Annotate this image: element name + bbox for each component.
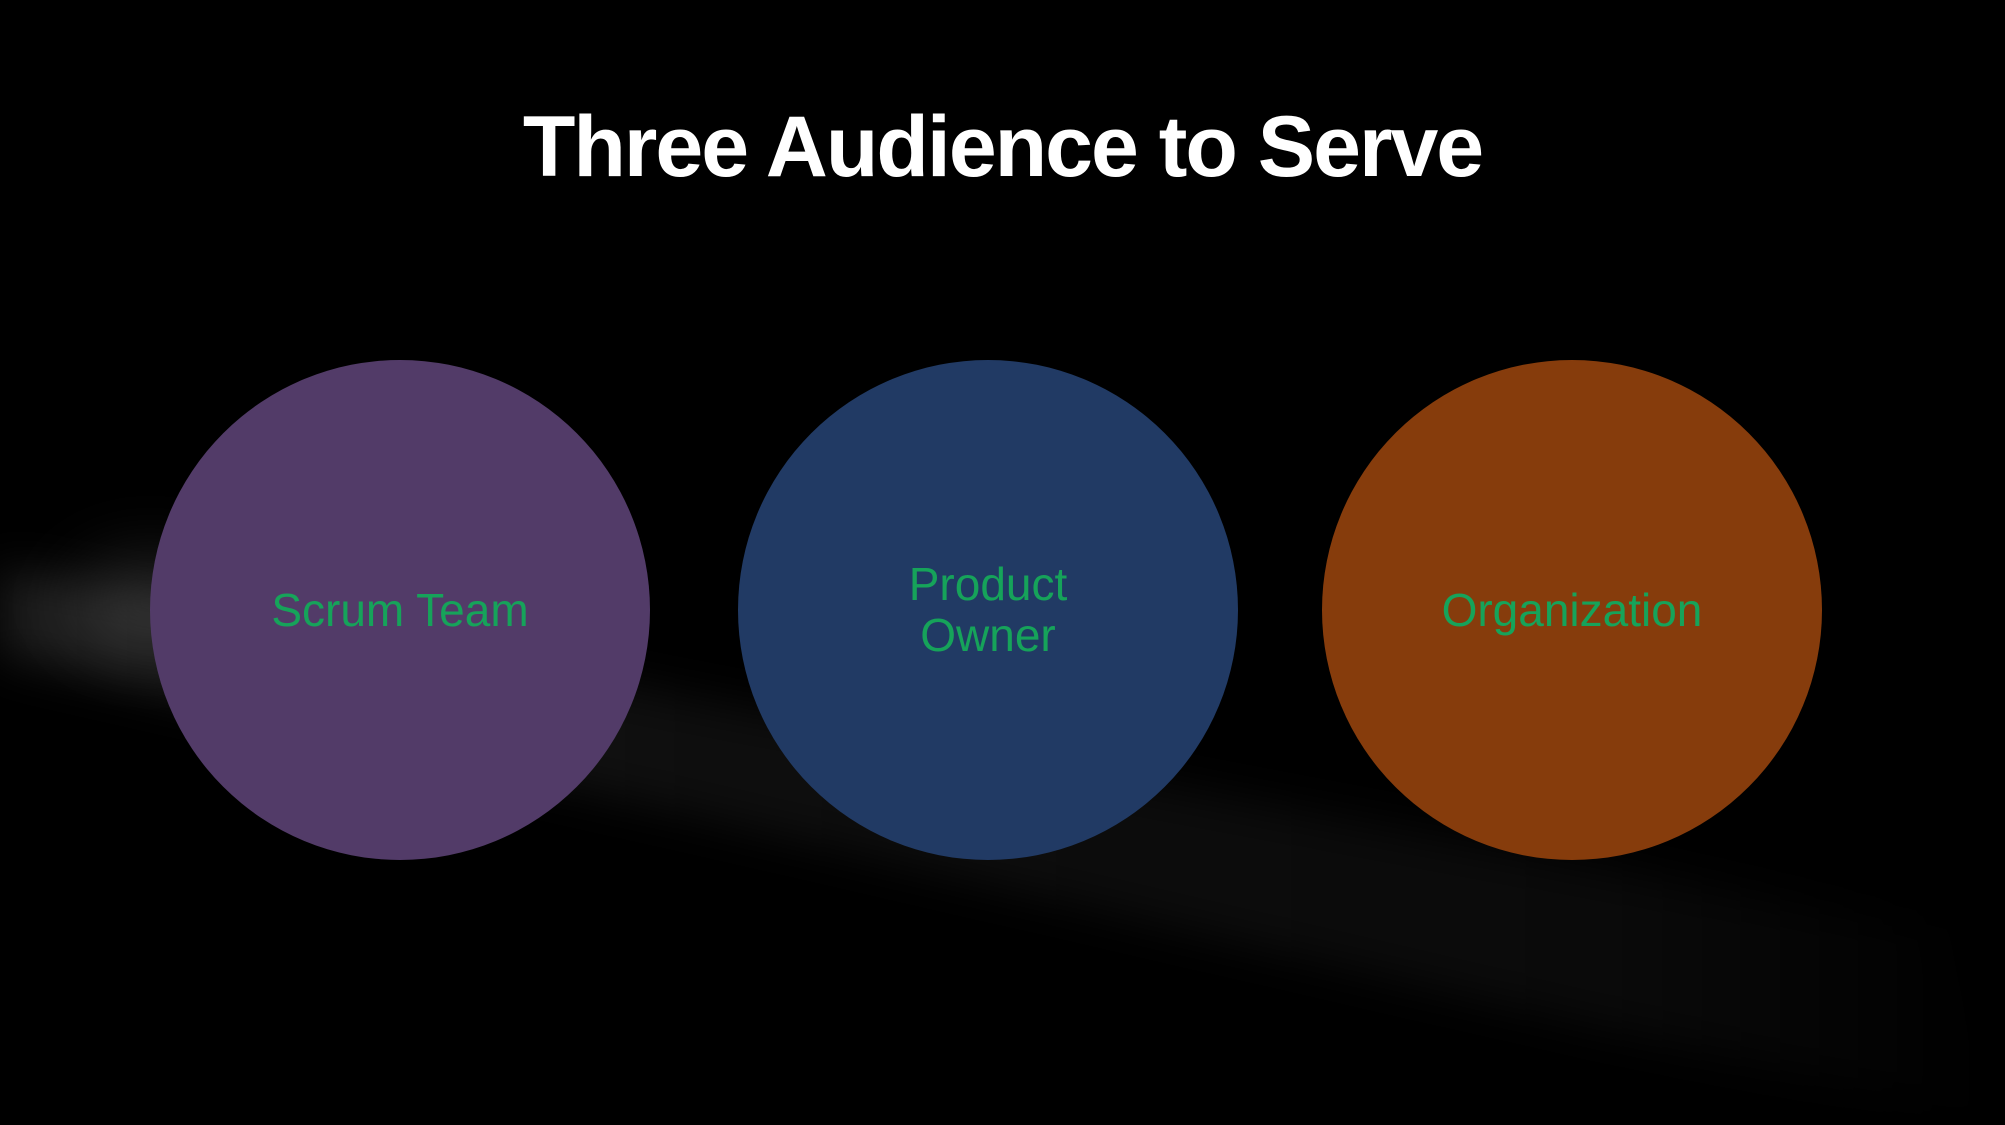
organization-circle: Organization	[1322, 360, 1822, 860]
scrum-team-circle: Scrum Team	[150, 360, 650, 860]
slide-title: Three Audience to Serve	[522, 99, 1484, 195]
product-owner-circle: Product Owner	[738, 360, 1238, 860]
scrum-team-label: Scrum Team	[271, 583, 529, 636]
product-owner-label: Product Owner	[908, 558, 1068, 661]
organization-label: Organization	[1441, 583, 1703, 636]
